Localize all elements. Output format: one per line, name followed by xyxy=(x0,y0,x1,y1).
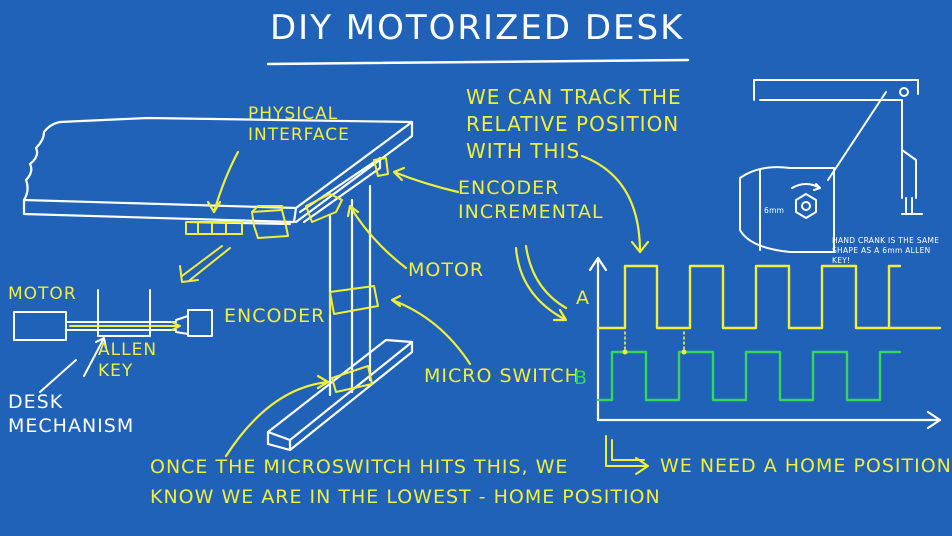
label-crank-size: 6mm xyxy=(764,206,785,215)
encoder-on-desk xyxy=(373,157,389,177)
page-title: DIY MOTORIZED DESK xyxy=(270,8,685,48)
timing-axes xyxy=(588,256,942,430)
interface-to-mechanism-arrow xyxy=(179,245,231,283)
allen-key-arrow xyxy=(83,337,107,377)
encoder-body xyxy=(187,309,213,337)
motor-on-desk xyxy=(305,193,343,223)
label-physical-interface: PHYSICAL INTERFACE xyxy=(248,104,350,145)
label-track-position: WE CAN TRACK THE RELATIVE POSITION WITH … xyxy=(466,85,682,163)
arrow-encoder-to-a xyxy=(514,246,568,322)
label-desk-mechanism: DESK MECHANISM xyxy=(8,391,135,437)
label-motor: MOTOR xyxy=(408,259,485,281)
interface-panel xyxy=(185,221,243,235)
desk-mech-bracket xyxy=(97,289,151,337)
leg-collar xyxy=(329,285,379,315)
title-underline xyxy=(266,58,690,66)
label-microswitch-note: ONCE THE MICROSWITCH HITS THIS, WE KNOW … xyxy=(150,456,661,508)
desk-foot xyxy=(266,338,414,442)
waveform-a xyxy=(596,264,942,330)
arrow-physical-interface xyxy=(206,150,240,214)
desk-highlights xyxy=(185,157,389,393)
label-micro-switch: MICRO SWITCH xyxy=(424,365,580,387)
label-home-position: WE NEED A HOME POSITION xyxy=(660,455,952,477)
micro-switch-block xyxy=(331,365,373,393)
allen-key-shaft xyxy=(69,321,181,331)
interface-box xyxy=(251,205,289,239)
label-channel-a: A xyxy=(576,287,590,309)
hand-crank-inset xyxy=(739,79,923,253)
motor-body xyxy=(13,311,67,341)
arrow-encoder-incremental xyxy=(392,166,460,194)
arrow-micro-switch xyxy=(390,294,472,366)
mechanism-sketch xyxy=(13,289,213,393)
label-hand-crank-note: HAND CRANK IS THE SAME SHAPE AS A 6mm AL… xyxy=(832,236,940,265)
home-position-arrow xyxy=(605,435,649,475)
phase-markers xyxy=(624,331,685,353)
label-encoder-left: ENCODER xyxy=(224,305,326,327)
label-motor-left: MOTOR xyxy=(8,284,77,304)
desk-top xyxy=(22,116,414,210)
label-channel-b: B xyxy=(574,367,589,389)
arrow-track-to-a xyxy=(580,154,650,254)
callout-arrows xyxy=(206,150,650,458)
label-encoder-incremental: ENCODER INCREMENTAL xyxy=(458,177,604,223)
arrow-motor xyxy=(346,204,408,270)
label-allen-key: ALLEN KEY xyxy=(98,340,158,381)
waveform-b xyxy=(596,350,902,402)
arrow-home-microswitch xyxy=(224,374,330,458)
